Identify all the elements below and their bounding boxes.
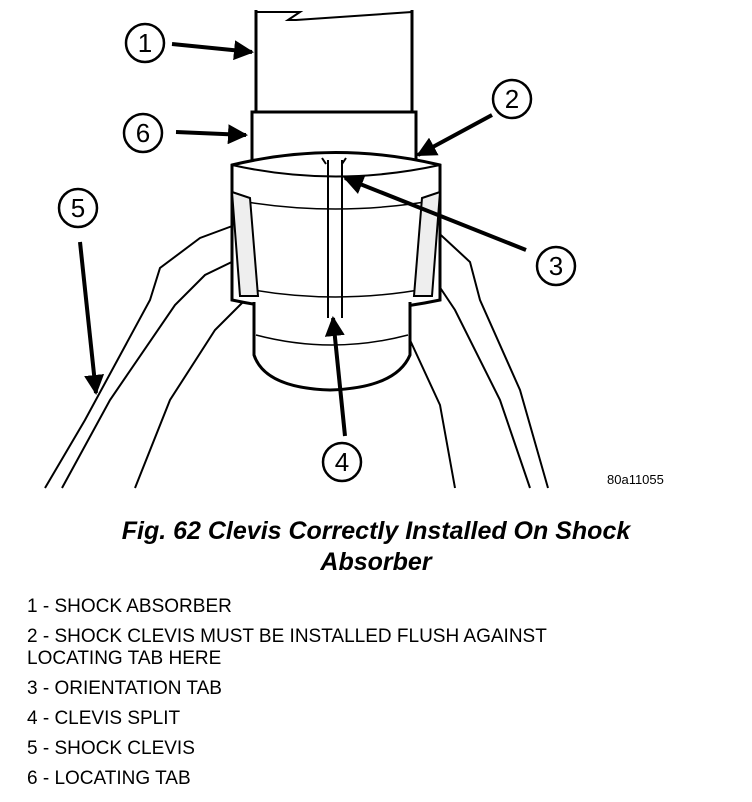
callout-6 <box>122 112 164 154</box>
legend-item-6: 6 - LOCATING TAB <box>27 768 191 789</box>
clevis-split <box>321 157 347 318</box>
callout-1-label: 1 <box>138 28 152 58</box>
legend-item-3: 3 - ORIENTATION TAB <box>27 678 222 699</box>
clevis-arms <box>44 224 549 489</box>
callout-2 <box>491 78 533 120</box>
legend-item-2: 2 - SHOCK CLEVIS MUST BE INSTALLED FLUSH… <box>27 626 727 670</box>
figure-code: 80a11055 <box>607 472 664 487</box>
callout-2-label: 2 <box>505 84 519 114</box>
shock-clevis-sleeve <box>230 151 442 313</box>
callout-5-label: 5 <box>71 193 85 223</box>
callout-5 <box>57 187 99 229</box>
figure-caption: Fig. 62 Clevis Correctly Installed On Sh… <box>0 516 752 578</box>
clevis-diagram: 1 2 3 4 5 6 <box>44 10 577 489</box>
callout-4 <box>321 441 363 483</box>
caption-line-2: Absorber <box>320 548 432 576</box>
caption-line-1: Fig. 62 Clevis Correctly Installed On Sh… <box>121 517 631 545</box>
legend-item-1: 1 - SHOCK ABSORBER <box>27 596 232 617</box>
callout-6-label: 6 <box>136 118 150 148</box>
callout-3 <box>535 245 577 287</box>
shock-absorber <box>254 10 414 114</box>
legend: 1 - SHOCK ABSORBER 2 - SHOCK CLEVIS MUST… <box>27 596 727 798</box>
legend-item-2-line-1: 2 - SHOCK CLEVIS MUST BE INSTALLED FLUSH… <box>27 626 547 647</box>
callout-3-label: 3 <box>549 251 563 281</box>
lower-collar <box>252 302 412 392</box>
legend-item-5: 5 - SHOCK CLEVIS <box>27 738 195 759</box>
callout-arrows <box>78 40 527 437</box>
legend-item-4: 4 - CLEVIS SPLIT <box>27 708 181 729</box>
callout-4-label: 4 <box>335 447 349 477</box>
callout-1 <box>124 22 166 64</box>
legend-item-2-line-2: LOCATING TAB HERE <box>27 648 222 669</box>
